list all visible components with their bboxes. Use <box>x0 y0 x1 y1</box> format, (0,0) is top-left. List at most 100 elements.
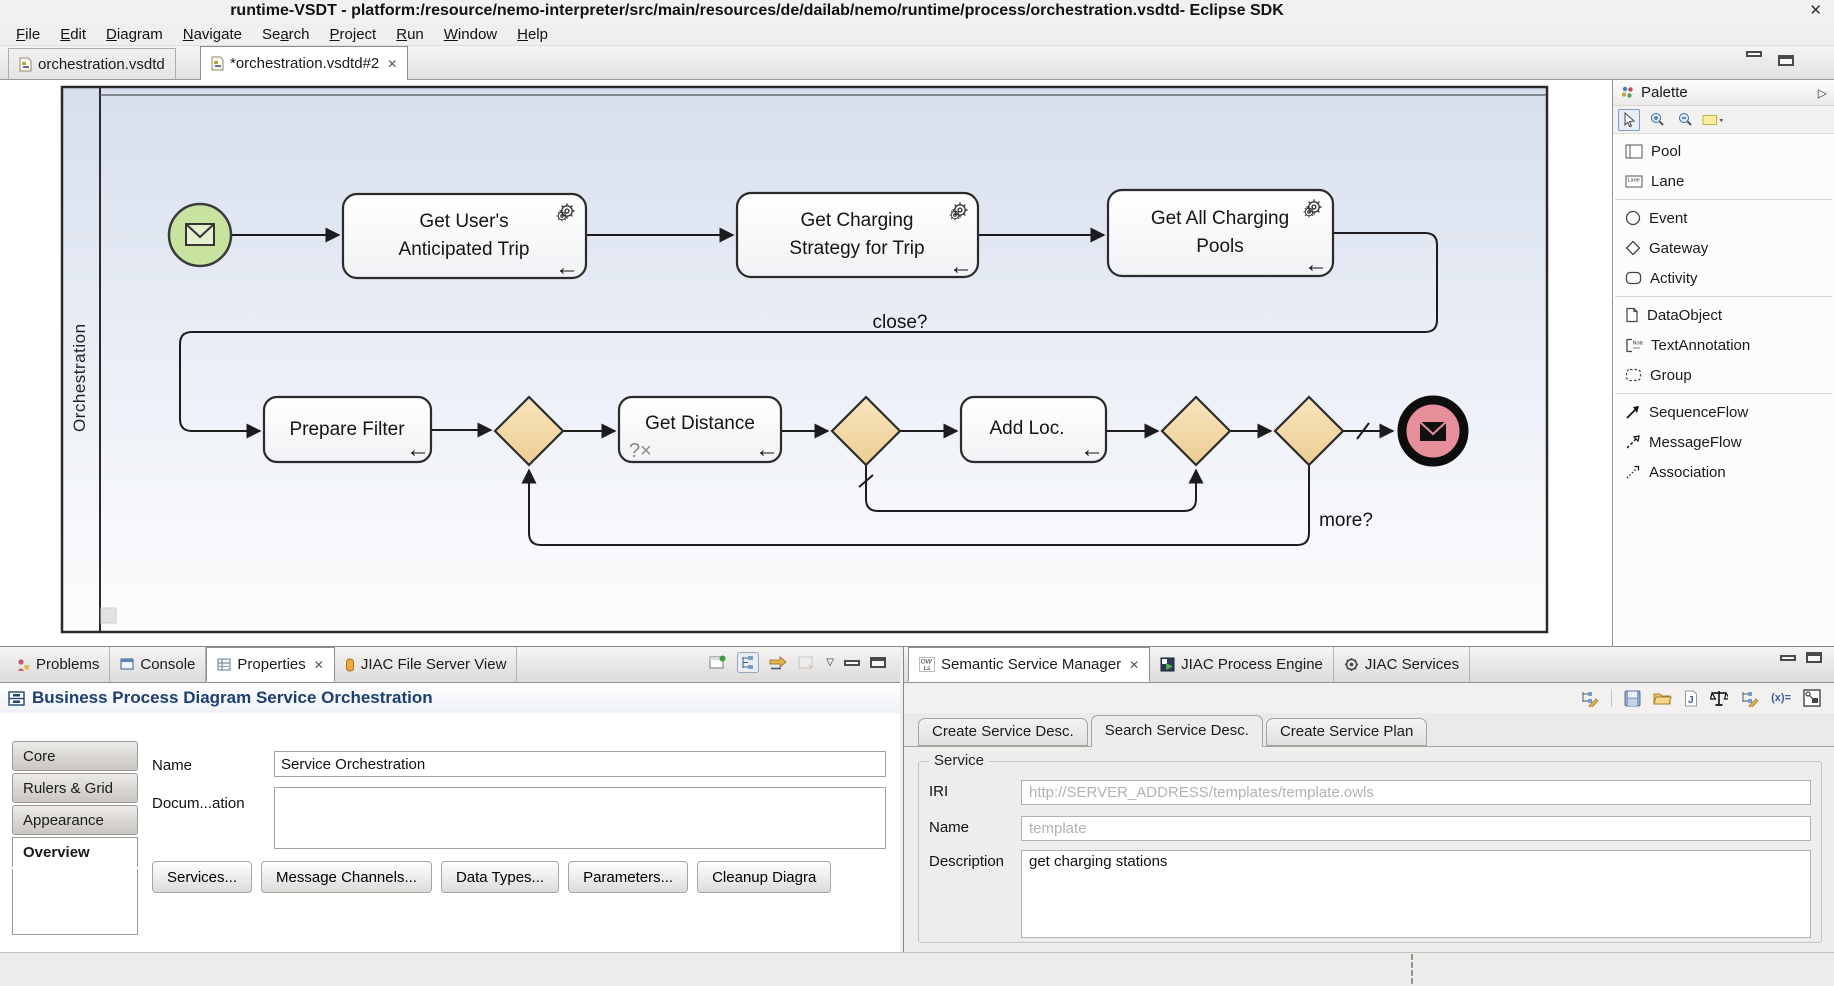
tab-close-icon[interactable]: ✕ <box>313 657 324 672</box>
data-types-button[interactable]: Data Types... <box>440 861 560 893</box>
tab-console[interactable]: Console <box>110 647 207 682</box>
cleanup-diagram-button[interactable]: Cleanup Diagra <box>697 861 832 893</box>
task-get-users-anticipated-trip[interactable]: Get User's Anticipated Trip ← <box>341 192 588 281</box>
side-tab-core[interactable]: Core <box>12 741 138 771</box>
minimize-view-icon[interactable] <box>1780 654 1796 661</box>
maximize-editor-icon[interactable] <box>1778 55 1794 66</box>
tab-problems[interactable]: Problems <box>6 647 111 682</box>
task-get-distance[interactable]: Get Distance ?× ← <box>617 395 783 464</box>
gateway-1[interactable] <box>493 395 565 467</box>
palette-item-sequenceflow[interactable]: SequenceFlow <box>1613 397 1834 427</box>
palette-item-dataobject[interactable]: DataObject <box>1613 300 1834 330</box>
window-close-icon[interactable]: ✕ <box>1809 2 1822 19</box>
end-message-event[interactable] <box>1397 395 1469 467</box>
process-diagram-icon[interactable] <box>1803 689 1821 707</box>
open-folder-icon[interactable] <box>1653 690 1672 706</box>
side-tab-rulers-grid[interactable]: Rulers & Grid <box>12 773 138 803</box>
minimize-editor-icon[interactable] <box>1746 51 1762 57</box>
console-icon <box>120 658 134 670</box>
task-add-loc[interactable]: Add Loc. ← <box>959 395 1108 464</box>
task-label: Anticipated Trip <box>399 239 530 260</box>
variables-icon[interactable]: (x)= <box>1771 692 1791 704</box>
balance-icon[interactable] <box>1710 689 1729 707</box>
services-button[interactable]: Services... <box>152 861 253 893</box>
menu-project[interactable]: Project <box>329 26 377 43</box>
zoom-in-icon[interactable] <box>1646 109 1668 131</box>
tab-orchestration-vsdtd[interactable]: orchestration.vsdtd <box>8 48 176 79</box>
minimize-view-icon[interactable] <box>844 659 860 666</box>
palette-item-lane[interactable]: Lane Lane <box>1613 166 1834 196</box>
menu-diagram[interactable]: Diagram <box>106 26 163 43</box>
tree-mode-icon[interactable] <box>737 652 760 673</box>
gateway-2-close[interactable] <box>830 395 902 467</box>
palette-item-gateway[interactable]: Gateway <box>1613 233 1834 263</box>
palette-item-activity[interactable]: Activity <box>1613 263 1834 293</box>
iri-input[interactable] <box>1021 780 1811 805</box>
tab-orchestration-vsdtd-2[interactable]: *orchestration.vsdtd#2 ✕ <box>200 46 409 80</box>
maximize-view-icon[interactable] <box>1806 652 1822 663</box>
menu-edit[interactable]: Edit <box>60 26 87 43</box>
view-menu-icon[interactable]: ▽ <box>826 657 834 668</box>
sync-arrows-icon[interactable] <box>769 655 788 671</box>
start-message-event[interactable] <box>167 202 233 268</box>
ssm-subtabs: Create Service Desc. Search Service Desc… <box>904 713 1834 747</box>
flow-gateway4-loop-to-gateway1[interactable] <box>521 465 1310 546</box>
palette-item-textannotation[interactable]: Note TextAnnotation <box>1613 330 1834 360</box>
diagram-editor-canvas[interactable]: Orchestration <box>0 80 1612 646</box>
edit-tree-icon[interactable] <box>1580 689 1599 707</box>
pool-resize-handle[interactable] <box>100 607 117 624</box>
menu-navigate[interactable]: Navigate <box>182 26 242 43</box>
palette-item-association[interactable]: Association <box>1613 457 1834 487</box>
menu-search[interactable]: Search <box>261 26 310 43</box>
menu-run[interactable]: Run <box>396 26 424 43</box>
zoom-out-icon[interactable] <box>1674 109 1696 131</box>
service-name-input[interactable] <box>1021 816 1811 841</box>
tab-close-icon[interactable]: ✕ <box>387 56 398 71</box>
splitter-drag-hint[interactable] <box>1411 954 1413 984</box>
note-tool-icon[interactable] <box>1702 109 1724 131</box>
message-channels-button[interactable]: Message Channels... <box>261 861 432 893</box>
side-tab-appearance[interactable]: Appearance <box>12 805 138 835</box>
task-get-all-charging-pools[interactable]: Get All Charging Pools ← <box>1106 188 1335 278</box>
tab-properties[interactable]: Properties ✕ <box>206 647 335 682</box>
menu-help[interactable]: Help <box>517 26 548 43</box>
new-view-icon[interactable] <box>709 654 727 671</box>
tab-jiac-file-server-view[interactable]: JIAC File Server View <box>335 647 518 682</box>
restore-view-icon[interactable] <box>798 655 816 671</box>
palette-item-pool[interactable]: Pool <box>1613 136 1834 166</box>
tab-close-icon[interactable]: ✕ <box>1129 657 1140 672</box>
menu-window[interactable]: Window <box>443 26 498 43</box>
subtab-search-service-desc[interactable]: Search Service Desc. <box>1090 715 1263 747</box>
menu-file[interactable]: File <box>16 26 41 43</box>
parameters-button[interactable]: Parameters... <box>568 861 689 893</box>
palette-item-event[interactable]: Event <box>1613 203 1834 233</box>
gateway-3[interactable] <box>1160 395 1232 467</box>
flow-task3-to-prepare-filter[interactable] <box>179 232 1438 439</box>
gateway-4-more[interactable] <box>1273 395 1345 467</box>
tab-jiac-services[interactable]: JIAC Services <box>1334 647 1471 682</box>
title-bar[interactable]: runtime-VSDT - platform:/resource/nemo-i… <box>0 0 1834 24</box>
description-input[interactable]: get charging stations <box>1021 850 1811 938</box>
flow-gateway2-loop-to-gateway3[interactable] <box>865 465 1204 512</box>
palette-header[interactable]: Palette ▷ <box>1613 80 1834 106</box>
side-tab-overview[interactable]: Overview <box>12 837 138 867</box>
gateway-icon <box>1625 240 1641 256</box>
pool-orchestration[interactable]: Orchestration <box>60 85 1549 634</box>
documentation-field[interactable] <box>274 787 886 849</box>
palette-expand-icon[interactable]: ▷ <box>1817 85 1827 100</box>
palette-item-group[interactable]: Group <box>1613 360 1834 390</box>
task-get-charging-strategy-for-trip[interactable]: Get Charging Strategy for Trip ← <box>735 191 980 280</box>
edit-tree2-icon[interactable] <box>1740 689 1759 707</box>
select-tool-icon[interactable] <box>1618 108 1640 131</box>
task-label: Strategy for Trip <box>789 238 924 259</box>
subtab-create-service-plan[interactable]: Create Service Plan <box>1265 718 1428 746</box>
subtab-create-service-desc[interactable]: Create Service Desc. <box>918 718 1088 746</box>
palette-item-messageflow[interactable]: MessageFlow <box>1613 427 1834 457</box>
task-prepare-filter[interactable]: Prepare Filter ← <box>262 395 433 464</box>
maximize-view-icon[interactable] <box>870 657 886 668</box>
tab-jiac-process-engine[interactable]: JIAC Process Engine <box>1150 647 1334 682</box>
java-doc-icon[interactable]: J <box>1684 690 1698 707</box>
save-icon[interactable] <box>1624 690 1641 707</box>
name-field[interactable] <box>274 751 886 777</box>
